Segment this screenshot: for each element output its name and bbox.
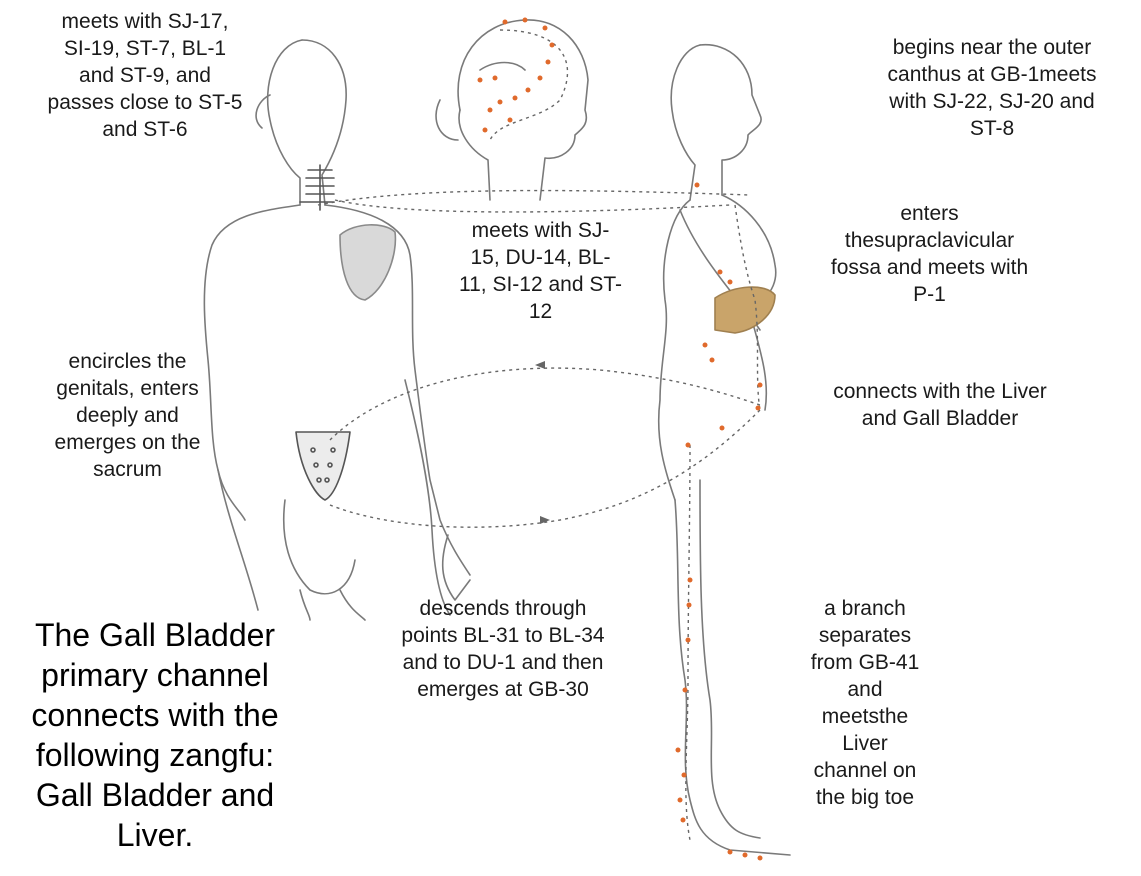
liver-connection-label: connects with the Liver and Gall Bladder xyxy=(790,378,1090,432)
acupoints xyxy=(478,18,763,861)
branch-label: a branch separates from GB-41 and meetst… xyxy=(790,595,940,811)
scapula xyxy=(340,225,395,300)
shoulder-points-label: meets with SJ- 15, DU-14, BL- 11, SI-12 … xyxy=(438,217,643,325)
sacrum xyxy=(296,432,350,500)
liver-organ xyxy=(715,287,775,333)
descends-label: descends through points BL-31 to BL-34 a… xyxy=(368,595,638,703)
genitals-label: encircles the genitals, enters deeply an… xyxy=(20,348,235,483)
neck-points-label: meets with SJ-17, SI-19, ST-7, BL-1 and … xyxy=(10,8,280,143)
summary-text: The Gall Bladder primary channel connect… xyxy=(5,615,305,855)
cervical-spine xyxy=(300,165,334,210)
supraclavicular-label: enters thesupraclavicular fossa and meet… xyxy=(787,200,1072,308)
channel-paths xyxy=(318,30,760,840)
canthus-label: begins near the outer canthus at GB-1mee… xyxy=(842,34,1141,142)
side-view-figure xyxy=(659,45,790,855)
path-arrows xyxy=(535,361,550,524)
head-figure xyxy=(436,20,588,200)
